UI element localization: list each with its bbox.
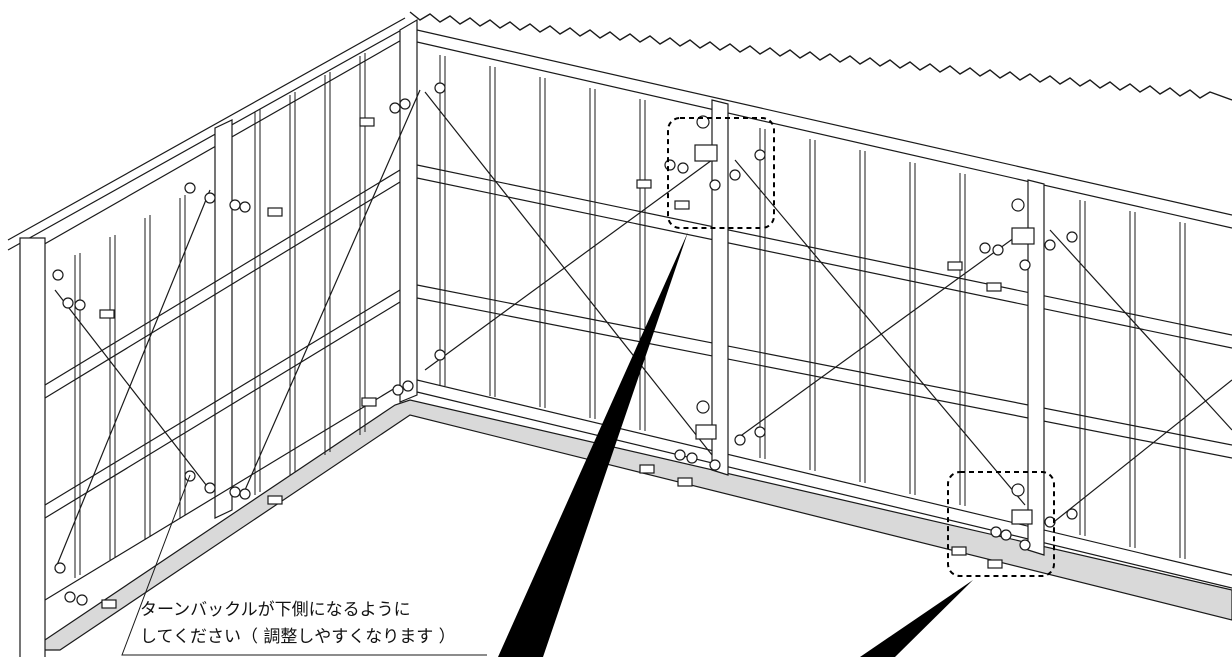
base-strip bbox=[28, 399, 1232, 651]
turnbuckle-instruction-note: ターンバックルが下側になるように してください（ 調整しやすくなります ） bbox=[140, 597, 485, 651]
note-line-1: ターンバックルが下側になるように bbox=[140, 600, 411, 620]
lower-callout-pointer bbox=[860, 580, 973, 657]
lower-turnbuckle-callout-box bbox=[947, 471, 1055, 577]
right-fence-panel bbox=[409, 11, 1232, 589]
upper-callout-pointer bbox=[498, 232, 688, 657]
bolts-and-washers bbox=[52, 82, 1078, 609]
note-line-2: してください（ 調整しやすくなります ） bbox=[140, 627, 456, 647]
left-fence-panel bbox=[7, 17, 421, 657]
annotation-leader-line bbox=[121, 474, 487, 656]
callout-boxes bbox=[667, 117, 1055, 577]
upper-turnbuckle-callout-box bbox=[667, 117, 775, 229]
